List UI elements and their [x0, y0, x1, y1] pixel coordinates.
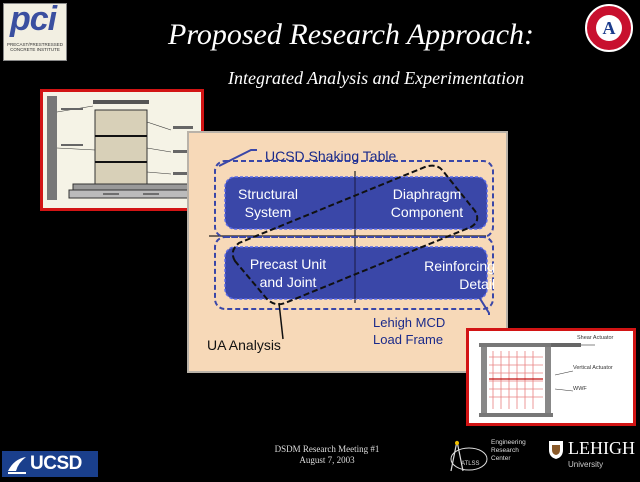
ucsd-shaking-table-label: UCSD Shaking Table [265, 148, 397, 164]
lehigh-shield-icon [549, 441, 563, 459]
shear-actuator-label: Shear Actuator [577, 335, 614, 341]
lehigh-logo: LEHIGH University [548, 436, 638, 478]
precast-unit-label: Precast Unit and Joint [249, 256, 327, 290]
ucsd-logo: UCSD [2, 451, 98, 477]
ua-analysis-label: UA Analysis [207, 337, 281, 353]
lehigh-name: LEHIGH [568, 438, 635, 458]
lehigh-load-frame-label: Lehigh MCD Load Frame [373, 315, 446, 347]
atlss-name: ATLSS [461, 461, 480, 467]
slide-subtitle: Integrated Analysis and Experimentation [228, 68, 525, 88]
atlss-logo: ATLSS Engineering Research Center [443, 437, 543, 477]
diagram-graphics [209, 149, 494, 340]
structural-system-label: Structural System [238, 186, 298, 220]
wwf-label: WWF [573, 386, 587, 392]
research-approach-diagram: UCSD Shaking Table Structural System Dia… [187, 131, 508, 373]
university-seal-logo: A [585, 4, 633, 52]
load-frame-drawing [479, 343, 595, 417]
pci-logo-text: pci [10, 0, 57, 38]
shaking-table-figure [40, 89, 204, 211]
footer-date: August 7, 2003 [299, 455, 355, 465]
load-frame-figure: Shear Actuator Vertical Actuator WWF [466, 328, 636, 426]
atlss-emblem-icon [450, 440, 488, 472]
footer-meeting: DSDM Research Meeting #1 [274, 444, 380, 454]
ucsd-triton-icon [8, 457, 26, 474]
reinforcing-detail-label: Reinforcing Detail [424, 258, 495, 292]
lehigh-university-text: University [568, 460, 604, 469]
vertical-actuator-label: Vertical Actuator [573, 365, 613, 371]
pci-logo-subtext: PRECAST/PRESTRESSED CONCRETE INSTITUTE [6, 42, 63, 52]
ucsd-logo-text: UCSD [30, 453, 82, 474]
slide-title: Proposed Research Approach: [168, 18, 535, 51]
diaphragm-component-label: Diaphragm Component [390, 186, 464, 220]
atlss-subtext: Engineering Research Center [491, 439, 526, 462]
slide-footer: DSDM Research Meeting #1 August 7, 2003 [262, 444, 392, 466]
shaking-table-drawing [47, 96, 198, 200]
pci-logo: pci PRECAST/PRESTRESSED CONCRETE INSTITU… [3, 0, 67, 61]
ua-seal-letter: A [602, 18, 616, 38]
